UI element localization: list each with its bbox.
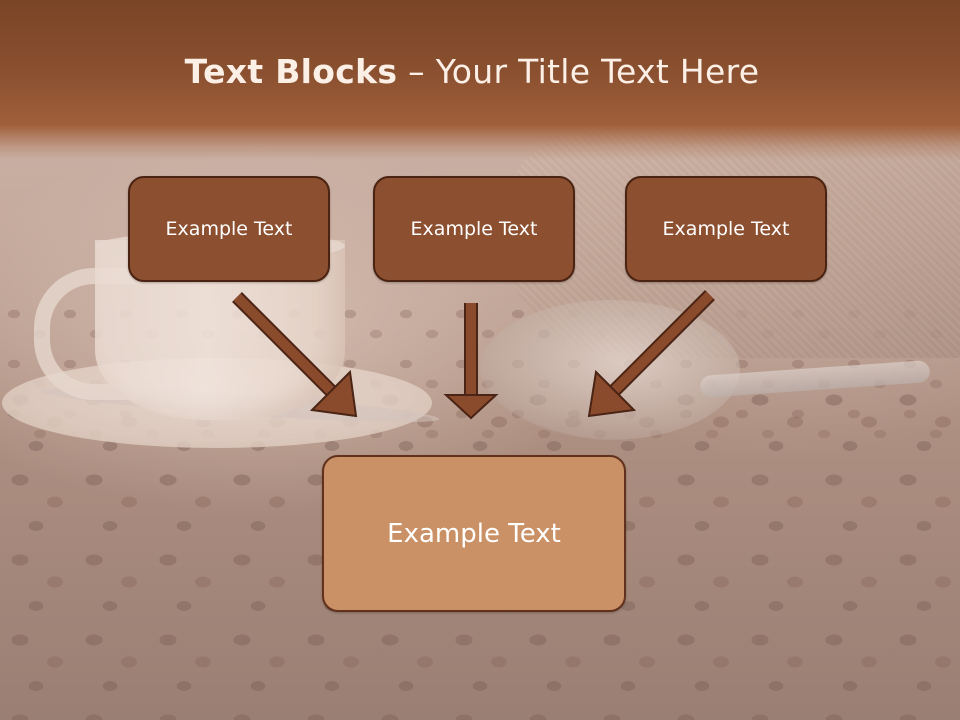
text-box-top-left-label: Example Text [165, 218, 293, 240]
title-regular-part: – Your Title Text Here [397, 52, 760, 91]
text-box-top-left[interactable]: Example Text [128, 176, 330, 282]
metal-scoop [480, 300, 740, 440]
slide-title[interactable]: Text Blocks – Your Title Text Here [0, 52, 944, 91]
text-box-bottom[interactable]: Example Text [322, 455, 626, 612]
arrow-left-diagonal[interactable] [232, 292, 358, 418]
arrow-center-down[interactable] [443, 303, 499, 420]
text-box-top-center-label: Example Text [410, 218, 538, 240]
title-bold-part: Text Blocks [184, 52, 398, 91]
text-box-bottom-label: Example Text [387, 518, 561, 549]
text-box-top-right[interactable]: Example Text [625, 176, 827, 282]
title-band [0, 0, 960, 160]
text-box-top-center[interactable]: Example Text [373, 176, 575, 282]
arrow-right-diagonal[interactable] [587, 290, 715, 418]
text-box-top-right-label: Example Text [662, 218, 790, 240]
